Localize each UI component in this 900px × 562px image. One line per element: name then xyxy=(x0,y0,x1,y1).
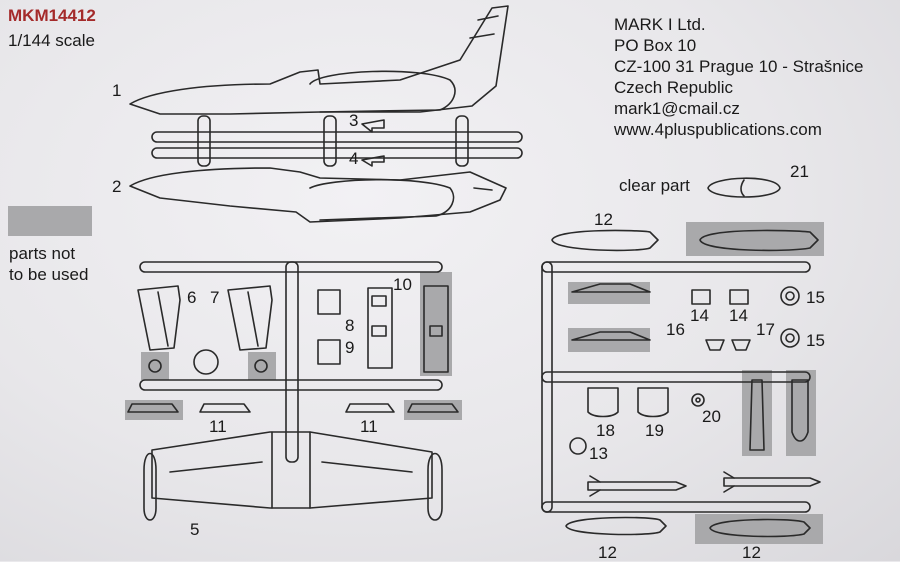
kit-code: MKM14412 xyxy=(8,6,96,25)
part-number-6: 6 xyxy=(187,288,197,307)
fuselage-half-1 xyxy=(129,5,509,115)
part-number-12: 12 xyxy=(594,210,613,229)
unused-part-shading xyxy=(125,222,824,544)
part-number-14: 14 xyxy=(729,306,748,325)
part-number-11: 11 xyxy=(360,417,378,436)
part-number-9: 9 xyxy=(345,338,355,357)
part-number-21: 21 xyxy=(790,162,809,181)
address-line: MARK I Ltd. xyxy=(614,15,706,34)
part-number-8: 8 xyxy=(345,316,355,335)
part-number-12: 12 xyxy=(598,543,617,562)
part-number-15: 15 xyxy=(806,288,825,307)
legend-line: to be used xyxy=(9,265,89,284)
legend-swatch xyxy=(8,206,92,236)
part-number-20: 20 xyxy=(702,407,721,426)
legend-text: parts not to be used xyxy=(9,243,88,285)
part-number-5: 5 xyxy=(190,520,200,539)
canopy-clear-part xyxy=(707,177,781,198)
part-number-18: 18 xyxy=(596,421,615,440)
part-number-3: 3 xyxy=(349,111,359,130)
part-number-15: 15 xyxy=(806,331,825,350)
manufacturer-address: MARK I Ltd. PO Box 10 CZ-100 31 Prague 1… xyxy=(614,14,863,140)
part-number-1: 1 xyxy=(112,81,122,100)
address-line: Czech Republic xyxy=(614,78,734,97)
part-number-14: 14 xyxy=(690,306,709,325)
part-number-7: 7 xyxy=(210,288,220,307)
clear-part-label: clear part xyxy=(619,176,690,195)
sprue-right xyxy=(541,229,821,538)
part-number-2: 2 xyxy=(112,177,122,196)
part-number-10: 10 xyxy=(393,275,412,294)
address-email: mark1@cmail.cz xyxy=(614,99,740,118)
part-number-17: 17 xyxy=(756,320,775,339)
legend-line: parts not xyxy=(9,244,76,263)
address-line: CZ-100 31 Prague 10 - Strašnice xyxy=(614,57,864,76)
sprue-upper xyxy=(151,115,523,167)
part-number-4: 4 xyxy=(349,149,359,168)
scale-label: 1/144 scale xyxy=(8,31,95,50)
fuselage-half-2 xyxy=(129,167,507,223)
part-number-13: 13 xyxy=(589,444,608,463)
part-number-12: 12 xyxy=(742,543,761,562)
part-number-19: 19 xyxy=(645,421,664,440)
part-number-11: 11 xyxy=(209,417,227,436)
address-line: PO Box 10 xyxy=(614,36,697,55)
sprue-center xyxy=(127,261,459,463)
part-number-16: 16 xyxy=(666,320,685,339)
address-website: www.4pluspublications.com xyxy=(614,120,822,139)
wing xyxy=(143,431,443,521)
